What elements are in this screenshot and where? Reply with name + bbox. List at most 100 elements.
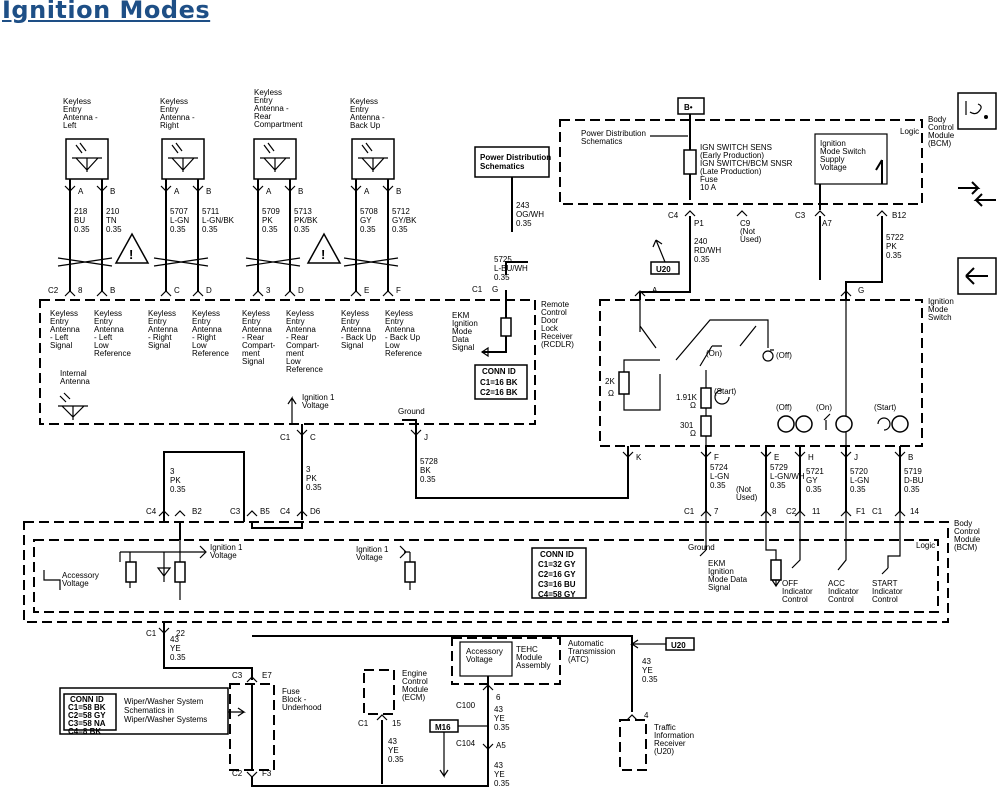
svg-text:C: C (174, 286, 180, 295)
ignition-switch-box (599, 299, 923, 447)
svg-text:P1: P1 (694, 219, 704, 228)
back-arrow-button[interactable] (957, 257, 997, 295)
svg-text:15: 15 (392, 719, 401, 728)
svg-text:C1=16 BK: C1=16 BK (480, 378, 518, 387)
svg-text:C1=32 GY: C1=32 GY (538, 560, 576, 569)
tehc-inner-box (459, 641, 513, 677)
svg-text:G: G (858, 286, 864, 295)
fuse-block-connector: C3 E7 (232, 671, 272, 683)
svg-text:C3: C3 (795, 211, 806, 220)
b-nav-ref[interactable]: B• (677, 97, 705, 115)
warning-triangle-icon: ! (114, 232, 150, 264)
u20-top-ref[interactable]: U20 (650, 239, 680, 275)
keyless-antenna-backup (351, 138, 395, 180)
svg-text:C4: C4 (668, 211, 679, 220)
svg-text:4: 4 (644, 711, 649, 720)
bcm-conn-id-table: CONN ID C1=32 GY C2=16 GY C3=16 BU C4=58… (531, 547, 587, 599)
rcdlr-connector-pins: C2 8 B C D 3 D E F (48, 286, 401, 297)
fuse-icon (683, 149, 697, 175)
supply-wires (819, 159, 883, 210)
return-to-index-button[interactable] (957, 92, 997, 130)
svg-text:F: F (714, 453, 719, 462)
u20-bottom-ref[interactable]: U20 (630, 637, 695, 651)
bidirectional-arrow-icon[interactable] (958, 181, 996, 207)
svg-text:E: E (774, 453, 779, 462)
svg-text:B12: B12 (892, 211, 907, 220)
wiper-ref[interactable]: CONN ID C1=58 BK C2=58 GY C3=58 NA C4=8 … (59, 687, 246, 736)
twisted-pair-marks (57, 257, 399, 267)
svg-text:B: B (298, 187, 303, 196)
bcm-ground-label: Ground (688, 543, 715, 552)
svg-text:11: 11 (812, 507, 821, 516)
switch-top-pins: A G (634, 286, 864, 297)
svg-text:6: 6 (496, 693, 501, 702)
svg-text:B2: B2 (192, 507, 202, 516)
svg-text:(Start): (Start) (874, 403, 897, 412)
svg-text:C3=16 BU: C3=16 BU (538, 580, 576, 589)
svg-text:!: ! (129, 247, 133, 262)
wire-5728 (415, 440, 629, 499)
svg-text:(Not: (Not (740, 227, 756, 236)
m16-ref[interactable]: M16 (429, 719, 488, 778)
svg-text:J: J (424, 433, 428, 442)
svg-text:B: B (908, 453, 913, 462)
fuse-label: IGN SWITCH SENS(Early Production)IGN SWI… (700, 143, 793, 192)
fuse-block-wires (251, 635, 633, 770)
svg-text:B: B (110, 286, 115, 295)
bcm-top-box (559, 119, 923, 205)
rcdlr-ground-wire (402, 419, 417, 440)
svg-text:Used): Used) (740, 235, 762, 244)
svg-text:C4: C4 (146, 507, 157, 516)
svg-text:E: E (364, 286, 369, 295)
keyless-antenna-left (65, 138, 109, 180)
internal-antenna-icon (58, 392, 88, 420)
svg-text:C2=58 GY: C2=58 GY (68, 711, 106, 720)
svg-text:(Off): (Off) (776, 351, 792, 360)
svg-text:U20: U20 (671, 641, 686, 650)
svg-text:H: H (808, 453, 814, 462)
svg-text:B5: B5 (260, 507, 270, 516)
svg-text:Ω: Ω (690, 429, 696, 438)
ecm-box (363, 669, 395, 715)
ekm-arrow (480, 346, 489, 358)
svg-text:C2=16 BK: C2=16 BK (480, 388, 518, 397)
svg-text:8: 8 (772, 507, 777, 516)
supply-box (814, 133, 888, 185)
svg-text:8: 8 (78, 286, 83, 295)
svg-text:C1: C1 (358, 719, 369, 728)
svg-text:C2=16 GY: C2=16 GY (538, 570, 576, 579)
svg-text:(Start): (Start) (714, 387, 737, 396)
bcm-bottom-outer (23, 521, 949, 623)
svg-text:B•: B• (684, 103, 693, 112)
svg-text:C2: C2 (48, 286, 59, 295)
svg-text:22: 22 (176, 629, 185, 638)
wire-5725 (505, 261, 528, 275)
